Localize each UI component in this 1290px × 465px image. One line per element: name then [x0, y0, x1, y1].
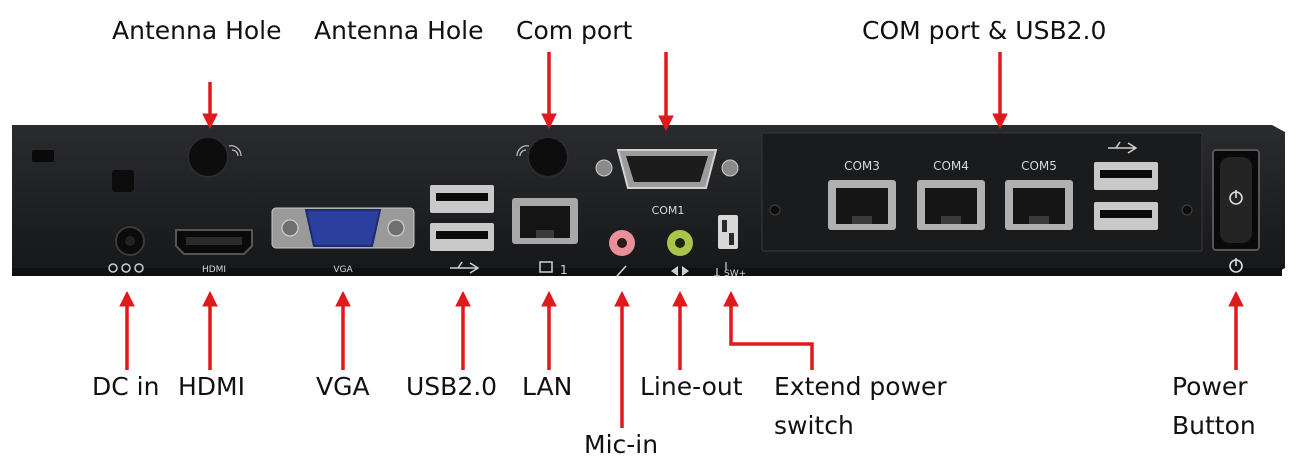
label-com-usb: COM port & USB2.0: [862, 16, 1107, 45]
label-vga: VGA: [316, 372, 370, 401]
hdmi-port: HDMI: [175, 229, 253, 275]
usb-port-stack: [430, 185, 494, 274]
label-extend-power-switch-line2: switch: [774, 411, 854, 440]
com3-port: COM3: [828, 159, 896, 230]
vga-port: VGA: [271, 207, 415, 275]
mic-in-jack: [609, 230, 635, 277]
label-power-button: Power Button: [1172, 374, 1256, 438]
antenna-hole-2: [516, 136, 569, 178]
com5-port: COM5: [1005, 159, 1073, 230]
label-power-button-line2: Button: [1172, 411, 1256, 440]
lan-port: 1: [512, 198, 578, 277]
label-extend-power-switch: Extend power switch: [774, 374, 947, 438]
line-out-jack: [667, 230, 693, 276]
label-dc-in: DC in: [92, 372, 160, 401]
com1-port: COM1: [595, 149, 739, 217]
label-extend-power-switch-line1: Extend power: [774, 372, 947, 401]
com4-port: COM4: [917, 159, 985, 230]
com4-print: COM4: [933, 159, 969, 173]
label-antenna-hole-1: Antenna Hole: [112, 16, 282, 45]
extend-power-switch: SW+: [714, 215, 746, 279]
label-power-button-line1: Power: [1172, 372, 1248, 401]
com5-print: COM5: [1021, 159, 1057, 173]
com3-print: COM3: [844, 159, 880, 173]
lan-number-print: 1: [560, 263, 568, 277]
antenna-hole-1: [187, 136, 242, 178]
hdmi-print: HDMI: [202, 265, 226, 275]
label-hdmi: HDMI: [178, 372, 245, 401]
label-line-out: Line-out: [640, 372, 743, 401]
arrow-extend-power-switch: [723, 290, 814, 370]
label-usb20: USB2.0: [406, 372, 498, 401]
label-mic-in: Mic-in: [584, 430, 659, 459]
label-com-port: Com port: [516, 16, 633, 45]
dc-in-jack: [108, 226, 145, 273]
label-lan: LAN: [522, 372, 573, 401]
sw-print: SW+: [724, 269, 746, 279]
com1-print: COM1: [652, 204, 685, 217]
power-button: [1212, 149, 1260, 273]
lock-slot: [32, 150, 54, 162]
usb-port-stack-right: [1094, 141, 1158, 230]
label-antenna-hole-2: Antenna Hole: [314, 16, 484, 45]
vga-print: VGA: [333, 265, 353, 275]
